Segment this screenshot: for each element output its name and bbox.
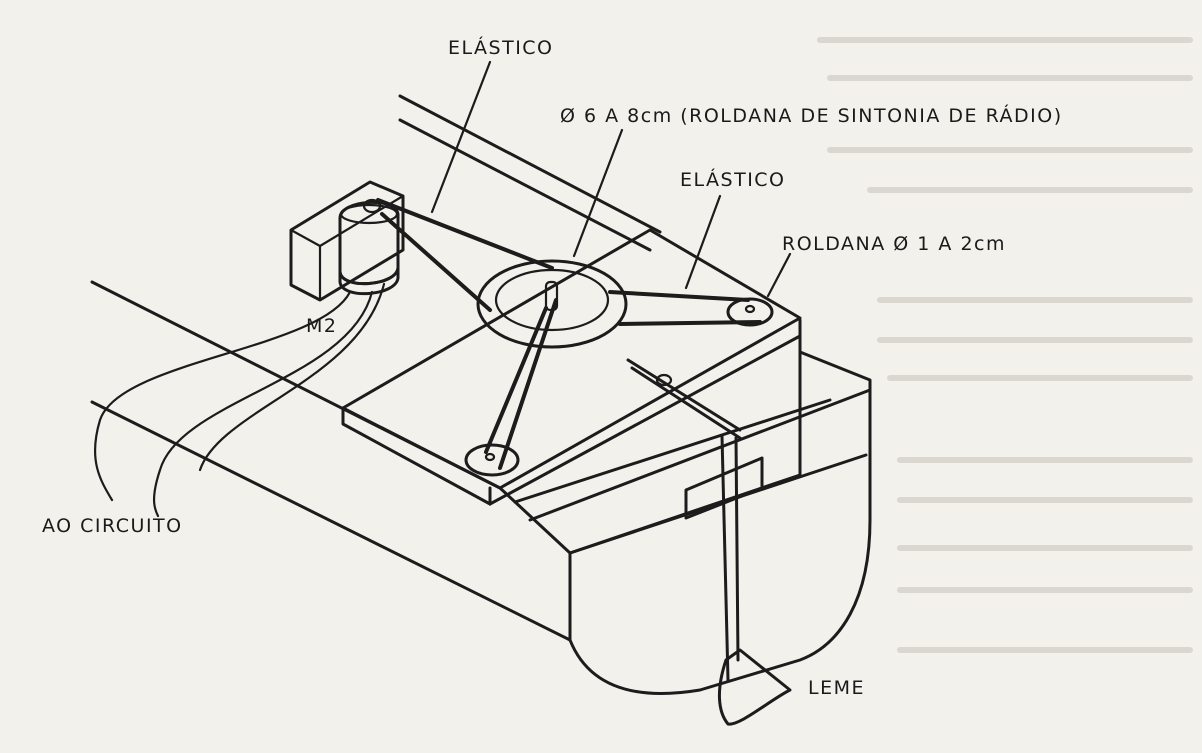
small-pulley-left xyxy=(464,443,520,477)
label-circuit: AO CIRCUITO xyxy=(42,515,183,537)
label-pulley-small: ROLDANA Ø 1 A 2cm xyxy=(782,233,1006,255)
leader-lines xyxy=(430,60,792,298)
deck-platform xyxy=(341,228,802,506)
label-pulley-large: Ø 6 A 8cm (ROLDANA DE SINTONIA DE RÁDIO) xyxy=(560,104,1063,127)
small-pulley-right xyxy=(726,297,774,327)
label-elastico-right: ELÁSTICO xyxy=(680,168,786,191)
label-rudder: LEME xyxy=(808,677,865,699)
motor-m2 xyxy=(289,180,405,302)
rudder xyxy=(626,358,792,726)
elastic-belts xyxy=(376,198,762,470)
circuit-wires xyxy=(93,282,386,518)
large-pulley xyxy=(476,259,628,349)
label-elastico-top: ELÁSTICO xyxy=(448,36,554,59)
paper-bleed-through xyxy=(817,37,1193,653)
label-motor: M2 xyxy=(306,315,337,337)
